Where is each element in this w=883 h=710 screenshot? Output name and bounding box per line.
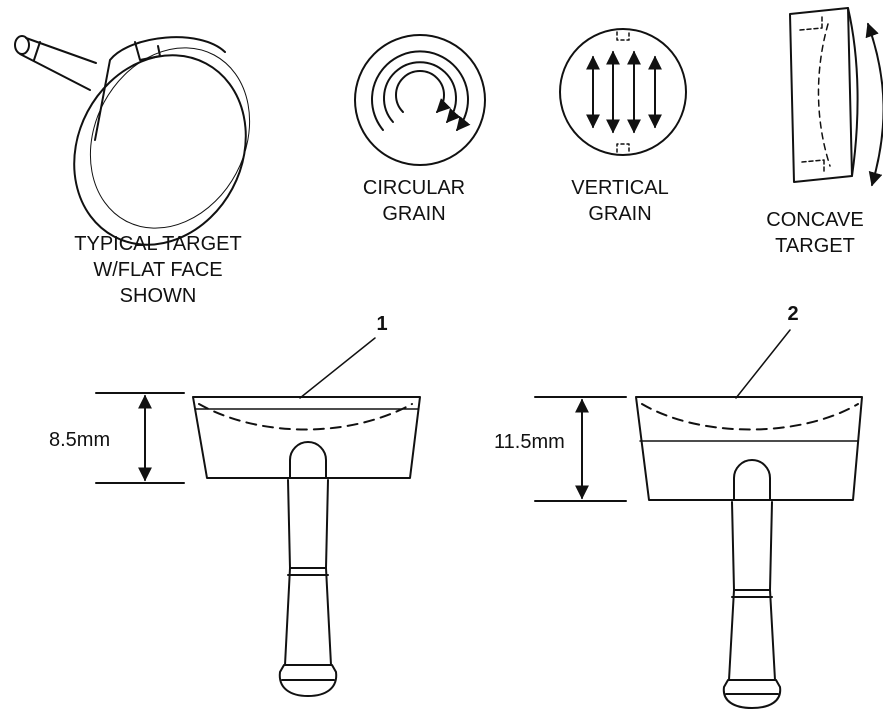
target-2-section: [636, 397, 862, 708]
dimension-2-label: 11.5mm: [494, 431, 565, 453]
target-2-stem-head: [734, 460, 770, 500]
circular-grain-label-line-2: GRAIN: [382, 203, 446, 225]
concave-curvature-arrow: [865, 22, 883, 187]
callout-2-label: 2: [787, 303, 799, 325]
target-flat-face: [42, 25, 279, 275]
circular-grain-label-line-1: CIRCULAR: [362, 177, 466, 199]
concave-target-label-line-2: TARGET: [775, 235, 855, 257]
dimension-1-label: 8.5mm: [49, 429, 111, 451]
target-2-body: [636, 397, 862, 500]
target-shaft: [20, 38, 96, 90]
callout-1-leader: [300, 338, 375, 398]
circular-grain-arc-outer: [372, 51, 471, 132]
dimension-2: [535, 397, 626, 501]
target-1-stem-ball: [280, 665, 336, 696]
circular-grain-arc-mid: [384, 62, 461, 124]
circular-grain-illustration: [355, 35, 485, 165]
concave-target-notch-top: [800, 16, 822, 30]
circular-grain-arc-inner: [396, 71, 451, 112]
vertical-grain-illustration: [560, 29, 686, 155]
target-1-stem-head: [290, 442, 326, 478]
vertical-grain-disk: [560, 29, 686, 155]
vertical-grain-notch-bottom: [617, 144, 629, 152]
typical-target-label-line-1: TYPICAL TARGET: [74, 233, 242, 255]
target-2-concave-line: [642, 404, 858, 430]
concave-target-edge: [848, 8, 858, 176]
concave-target-notch-bottom: [802, 160, 824, 172]
circular-grain-disk: [355, 35, 485, 165]
concave-target-body: [790, 8, 852, 182]
concave-target-label-line-1: CONCAVE: [766, 209, 864, 231]
target-shaft-ring: [34, 42, 40, 60]
typical-target-illustration: [15, 20, 280, 275]
concave-target-curve: [818, 24, 830, 166]
target-1-body: [193, 397, 420, 478]
vertical-grain-label-line-1: VERTICAL: [571, 177, 669, 199]
callout-2-leader: [736, 330, 790, 398]
target-2-stem-ball: [724, 680, 780, 708]
target-face-rim: [60, 20, 281, 256]
target-1-concave-line: [199, 404, 412, 430]
typical-target-label-line-3: SHOWN: [119, 285, 197, 307]
target-1-stem: [285, 480, 331, 665]
concave-target-illustration: [790, 8, 883, 187]
target-1-section: [193, 397, 420, 696]
vertical-grain-label-line-2: GRAIN: [588, 203, 652, 225]
vertical-grain-notch-top: [617, 32, 629, 40]
target-body-side: [95, 37, 225, 140]
callout-1-label: 1: [376, 313, 388, 335]
typical-target-label-line-2: W/FLAT FACE: [93, 259, 223, 281]
dimension-1: [96, 393, 184, 483]
